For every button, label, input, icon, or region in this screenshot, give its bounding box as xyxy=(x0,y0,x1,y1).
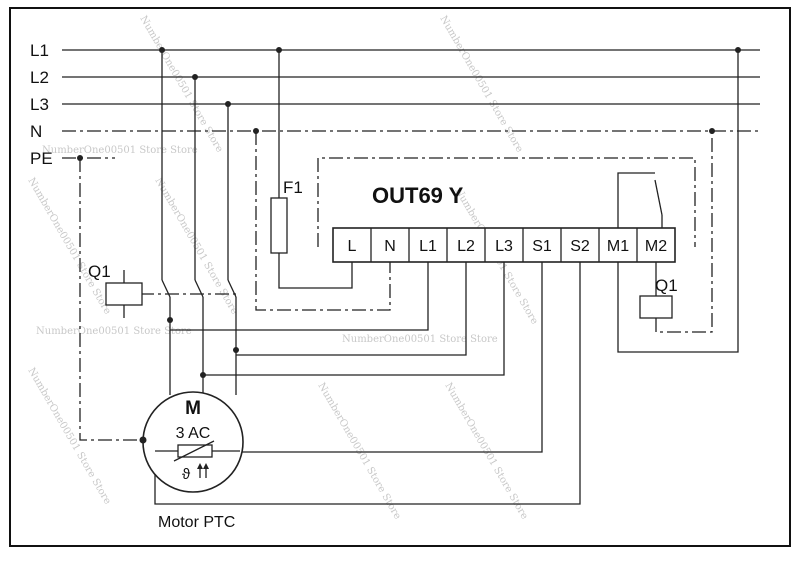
motor-letter: M xyxy=(185,398,201,419)
fuse-f1 xyxy=(270,197,288,254)
terminal-label: N xyxy=(384,238,396,255)
pe-wire xyxy=(79,158,143,441)
s1-ptc-wire xyxy=(240,262,543,453)
junction-dot xyxy=(167,317,173,323)
relay-contact-blade xyxy=(654,179,663,216)
terminal-label: L xyxy=(348,238,357,255)
watermark-text: NumberOne00501 Store Store xyxy=(25,366,112,506)
relay-coil-label: Q1 xyxy=(655,276,678,295)
junction-dot xyxy=(233,347,239,353)
watermark-text: NumberOne00501 Store Store xyxy=(152,176,239,316)
device-enclosure xyxy=(317,157,696,247)
s2-ptc-wire xyxy=(154,262,581,505)
watermark-text: NumberOne00501 Store Store xyxy=(42,145,198,156)
neutral-to-n-wire xyxy=(255,131,391,311)
relay-coil-q1 xyxy=(639,295,673,319)
terminal-label: S1 xyxy=(532,238,552,255)
contactor-label: Q1 xyxy=(88,262,111,281)
l2-sense-wire xyxy=(203,262,505,376)
bus-label-l3: L3 xyxy=(30,95,49,114)
motor-pe-terminal xyxy=(139,436,147,444)
watermark-text: NumberOne00501 Store Store xyxy=(342,334,498,345)
contactor-coil xyxy=(105,282,143,306)
diagram-frame xyxy=(9,7,791,547)
terminal-label: M2 xyxy=(645,238,667,255)
device-name: OUT69 Y xyxy=(372,183,464,208)
bus-label-l1: L1 xyxy=(30,41,49,60)
terminal-label: L1 xyxy=(419,238,437,255)
coil-to-neutral-wire xyxy=(655,131,713,333)
watermark-text: NumberOne00501 Store Store xyxy=(315,381,402,521)
l3-sense-wire xyxy=(236,262,467,356)
watermark-text: NumberOne00501 Store Store xyxy=(437,14,524,154)
ptc-arrow-line xyxy=(173,440,215,462)
motor-ptc-caption: Motor PTC xyxy=(158,514,235,531)
ptc-theta-symbol: ϑ xyxy=(182,466,191,483)
watermark-text: NumberOne00501 Store Store xyxy=(137,14,224,154)
terminal-label: M1 xyxy=(607,238,629,255)
watermark-text: NumberOne00501 Store Store xyxy=(442,381,529,521)
bus-label-l2: L2 xyxy=(30,68,49,87)
terminal-label: L3 xyxy=(495,238,513,255)
contactor-main-contacts xyxy=(140,50,240,375)
m1-wire xyxy=(617,50,739,353)
terminal-block: L N L1 L2 L3 S1 S2 M1 M2 xyxy=(332,227,676,263)
watermark-text: NumberOne00501 Store Store xyxy=(25,176,112,316)
motor-type: 3 AC xyxy=(176,425,211,442)
bus-label-pe: PE xyxy=(30,149,53,168)
bus-label-n: N xyxy=(30,122,42,141)
l1-sense-wire xyxy=(170,262,429,331)
terminal-label: L2 xyxy=(457,238,475,255)
fuse-to-l-wire xyxy=(278,253,353,289)
terminal-label: S2 xyxy=(570,238,590,255)
up-arrows-icon xyxy=(197,463,209,478)
relay-contact-left xyxy=(617,172,655,228)
watermark-text: NumberOne00501 Store Store xyxy=(36,326,192,337)
fuse-label: F1 xyxy=(283,178,303,197)
